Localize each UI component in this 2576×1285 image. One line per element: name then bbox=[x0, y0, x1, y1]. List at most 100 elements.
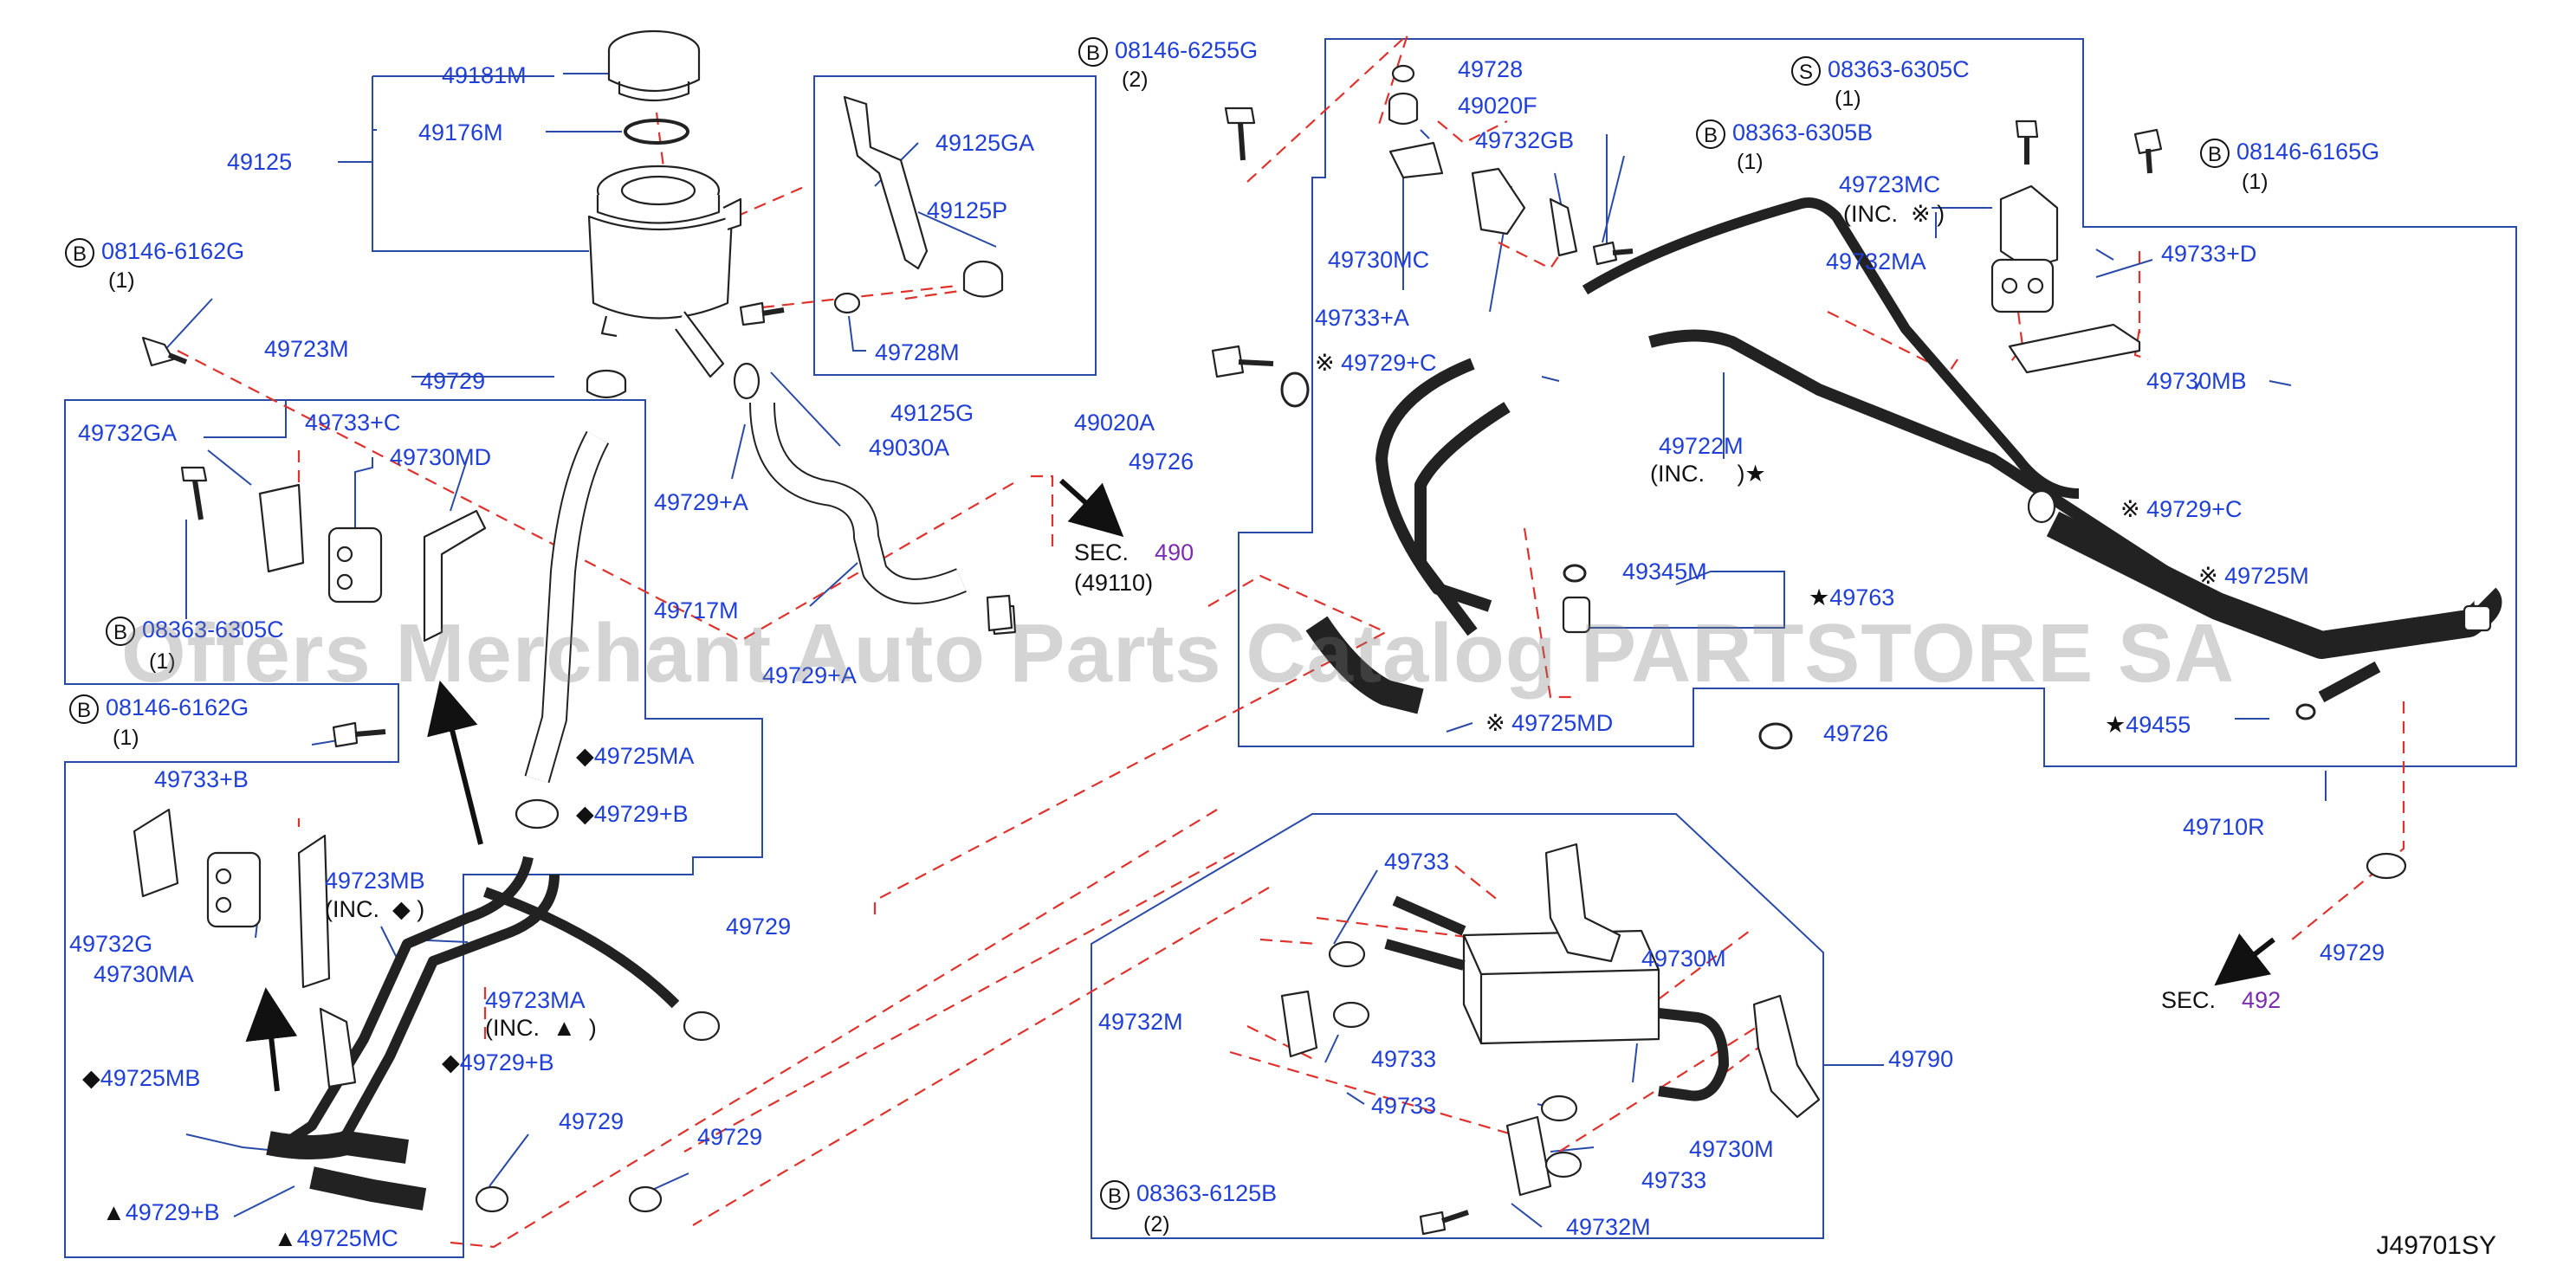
label-49730M-a: 49730M bbox=[1641, 946, 1726, 972]
pipe-49723MA-b bbox=[317, 874, 560, 1156]
label-49455-text: 49455 bbox=[2126, 712, 2191, 738]
insulator-49733B bbox=[206, 851, 262, 928]
bracket-49732MA bbox=[1999, 184, 2059, 270]
bracket-49730M-b bbox=[1752, 994, 1821, 1119]
label-49725M: ※ 49725M bbox=[2198, 563, 2309, 589]
label-49125GA: 49125GA bbox=[935, 130, 1035, 156]
bolt-qty-6125B: (2) bbox=[1143, 1212, 1170, 1237]
clamp-49729-top bbox=[586, 369, 627, 399]
group-49790-frame bbox=[1091, 813, 1824, 1239]
reservoir-cap bbox=[607, 29, 701, 102]
bracket-49125GA bbox=[843, 95, 929, 270]
label-49725MB-text: 49725MB bbox=[100, 1065, 201, 1091]
oring-49455 bbox=[2295, 703, 2316, 720]
bolt-qty-6162G-b: (1) bbox=[113, 726, 139, 750]
grommet-49125P bbox=[962, 260, 1004, 298]
fitting-sec490 bbox=[986, 594, 1013, 632]
label-49723MB: 49723MB bbox=[325, 868, 425, 894]
label-49733C: 49733+C bbox=[305, 410, 401, 436]
label-49730M-b: 49730M bbox=[1689, 1136, 1774, 1162]
pipe-49725M-end bbox=[2318, 661, 2381, 703]
bolt-type-badge: B bbox=[106, 617, 135, 646]
label-49733B: 49733+B bbox=[154, 766, 249, 792]
section-ref-490[interactable]: SEC. 490 bbox=[1074, 539, 1194, 565]
bracket-49730M-a bbox=[1544, 843, 1621, 963]
label-49733D: 49733+D bbox=[2161, 241, 2257, 267]
clamp-49729-bottom-a bbox=[475, 1185, 509, 1213]
bracket-49732M-b bbox=[1505, 1115, 1552, 1197]
reservoir-tank bbox=[587, 165, 742, 378]
section-number: 490 bbox=[1155, 539, 1194, 565]
label-49729A-mid: 49729+A bbox=[762, 662, 857, 688]
bolt-qty-6255G: (2) bbox=[1122, 68, 1149, 92]
label-49733-a: 49733 bbox=[1384, 849, 1450, 875]
bracket-49732GB bbox=[1471, 167, 1526, 236]
bolt-6305C-s bbox=[2015, 119, 2039, 165]
watermark: Offers Merchant Auto Parts Catalog PARTS… bbox=[121, 607, 2236, 700]
bolt-type-badge: S bbox=[1791, 56, 1821, 86]
label-49729B-lower-text: 49729+B bbox=[459, 1049, 554, 1075]
label-49730MB: 49730MB bbox=[2146, 368, 2247, 394]
label-49729B-lower: ◆49729+B bbox=[442, 1049, 554, 1075]
section-ref-490-sub: (49110) bbox=[1074, 570, 1154, 596]
bolt-6125B bbox=[1419, 1210, 1469, 1236]
label-49729B-mid-text: 49729+B bbox=[593, 801, 689, 827]
direction-arrows bbox=[245, 478, 2275, 1092]
label-49732M-b: 49732M bbox=[1566, 1214, 1651, 1240]
bolt-qty-6305C-s: (1) bbox=[1835, 87, 1861, 111]
label-49723M: 49723M bbox=[264, 336, 349, 362]
label-49723MC-inc: (INC. ※ ) bbox=[1843, 201, 1945, 227]
bolt-qty-6305B: (1) bbox=[1737, 150, 1764, 174]
label-49729C-b-text: 49729+C bbox=[2146, 496, 2243, 522]
label-49725MA-text: 49725MA bbox=[593, 743, 695, 769]
label-49030A: 49030A bbox=[869, 435, 950, 461]
bolt-type-badge: B bbox=[2200, 139, 2230, 168]
label-49725MB: ◆49725MB bbox=[82, 1065, 201, 1091]
label-49455: ★49455 bbox=[2105, 712, 2191, 738]
bolt-6165G bbox=[2133, 128, 2163, 174]
group-49723M-box bbox=[64, 399, 763, 1258]
bolt-type-badge: B bbox=[65, 238, 94, 268]
label-49725MC-text: 49725MC bbox=[296, 1225, 398, 1251]
insulator-49733C bbox=[327, 526, 383, 604]
arrow-upward-b bbox=[245, 987, 298, 1092]
diagram-code: J49701SY bbox=[2376, 1231, 2496, 1260]
section-ref-492[interactable]: SEC. 492 bbox=[2161, 987, 2281, 1013]
grommet-49733-d bbox=[1544, 1151, 1582, 1178]
clamp-49729A bbox=[733, 362, 761, 400]
label-49717M: 49717M bbox=[654, 597, 739, 623]
label-49732G: 49732G bbox=[69, 931, 153, 957]
label-49710R: 49710R bbox=[2183, 814, 2265, 840]
pipe-49722M bbox=[1648, 329, 2299, 647]
inc-mc-text: (INC. bbox=[1843, 201, 1898, 227]
inc-ma-text: (INC. bbox=[485, 1015, 540, 1041]
bolt-qty-6165G: (1) bbox=[2242, 170, 2269, 194]
nut-49020F bbox=[1388, 92, 1419, 126]
bolt-part-number: 08146-6162G bbox=[101, 238, 245, 265]
bolt-qty-6305C-left: (1) bbox=[149, 649, 176, 674]
label-49732MA: 49732MA bbox=[1826, 249, 1926, 274]
pipe-lower-a bbox=[1375, 358, 1492, 612]
label-49725M-text: 49725M bbox=[2224, 563, 2309, 589]
label-49730MC: 49730MC bbox=[1328, 247, 1430, 273]
bracket-49730MA bbox=[297, 834, 331, 989]
group-49125G-box bbox=[813, 75, 1097, 376]
bracket-49730MD bbox=[423, 509, 487, 642]
label-49730MD: 49730MD bbox=[390, 444, 492, 470]
bolt-6162G-b bbox=[332, 721, 386, 748]
bolt-part-number: 08146-6255G bbox=[1115, 37, 1259, 64]
pipe-lower-b bbox=[1414, 402, 1511, 636]
label-49729-e: 49729 bbox=[2320, 940, 2385, 965]
bracket-49730MC bbox=[1388, 141, 1444, 179]
clamp-49729-lower bbox=[683, 1011, 721, 1042]
label-49729B-mid: ◆49729+B bbox=[576, 801, 689, 827]
bracket-49732G bbox=[133, 808, 179, 898]
label-49125P: 49125P bbox=[927, 197, 1008, 223]
label-49729C-b: ※ 49729+C bbox=[2120, 496, 2243, 522]
label-49345M: 49345M bbox=[1622, 559, 1707, 584]
